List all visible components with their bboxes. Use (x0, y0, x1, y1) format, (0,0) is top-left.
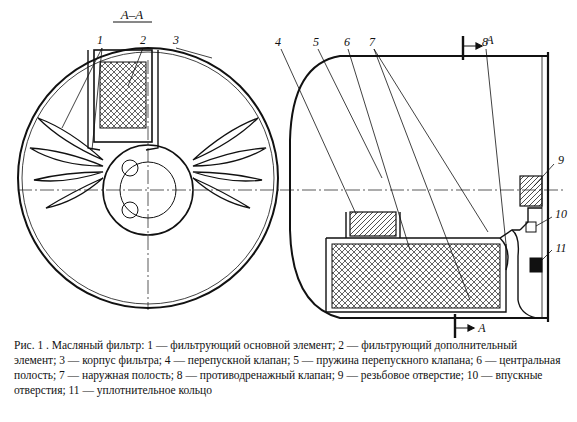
callout-number: 4 (274, 36, 282, 48)
callout-number: 9 (557, 154, 565, 166)
section-mark: А–А (120, 8, 144, 21)
callout-number: 5 (312, 36, 320, 48)
callout-number: 10 (554, 208, 568, 220)
section-mark: А (485, 34, 494, 46)
section-mark: А (477, 322, 486, 334)
callout-number: 3 (172, 34, 180, 46)
callout-number: 1 (96, 34, 104, 46)
callout-number: 6 (343, 36, 351, 48)
callout-number: 2 (139, 34, 147, 46)
callout-number: 7 (368, 36, 376, 48)
figure-caption: Рис. 1 . Масляный фильтр: 1 — фильтрующи… (14, 338, 562, 398)
callout-number: 11 (554, 242, 567, 254)
